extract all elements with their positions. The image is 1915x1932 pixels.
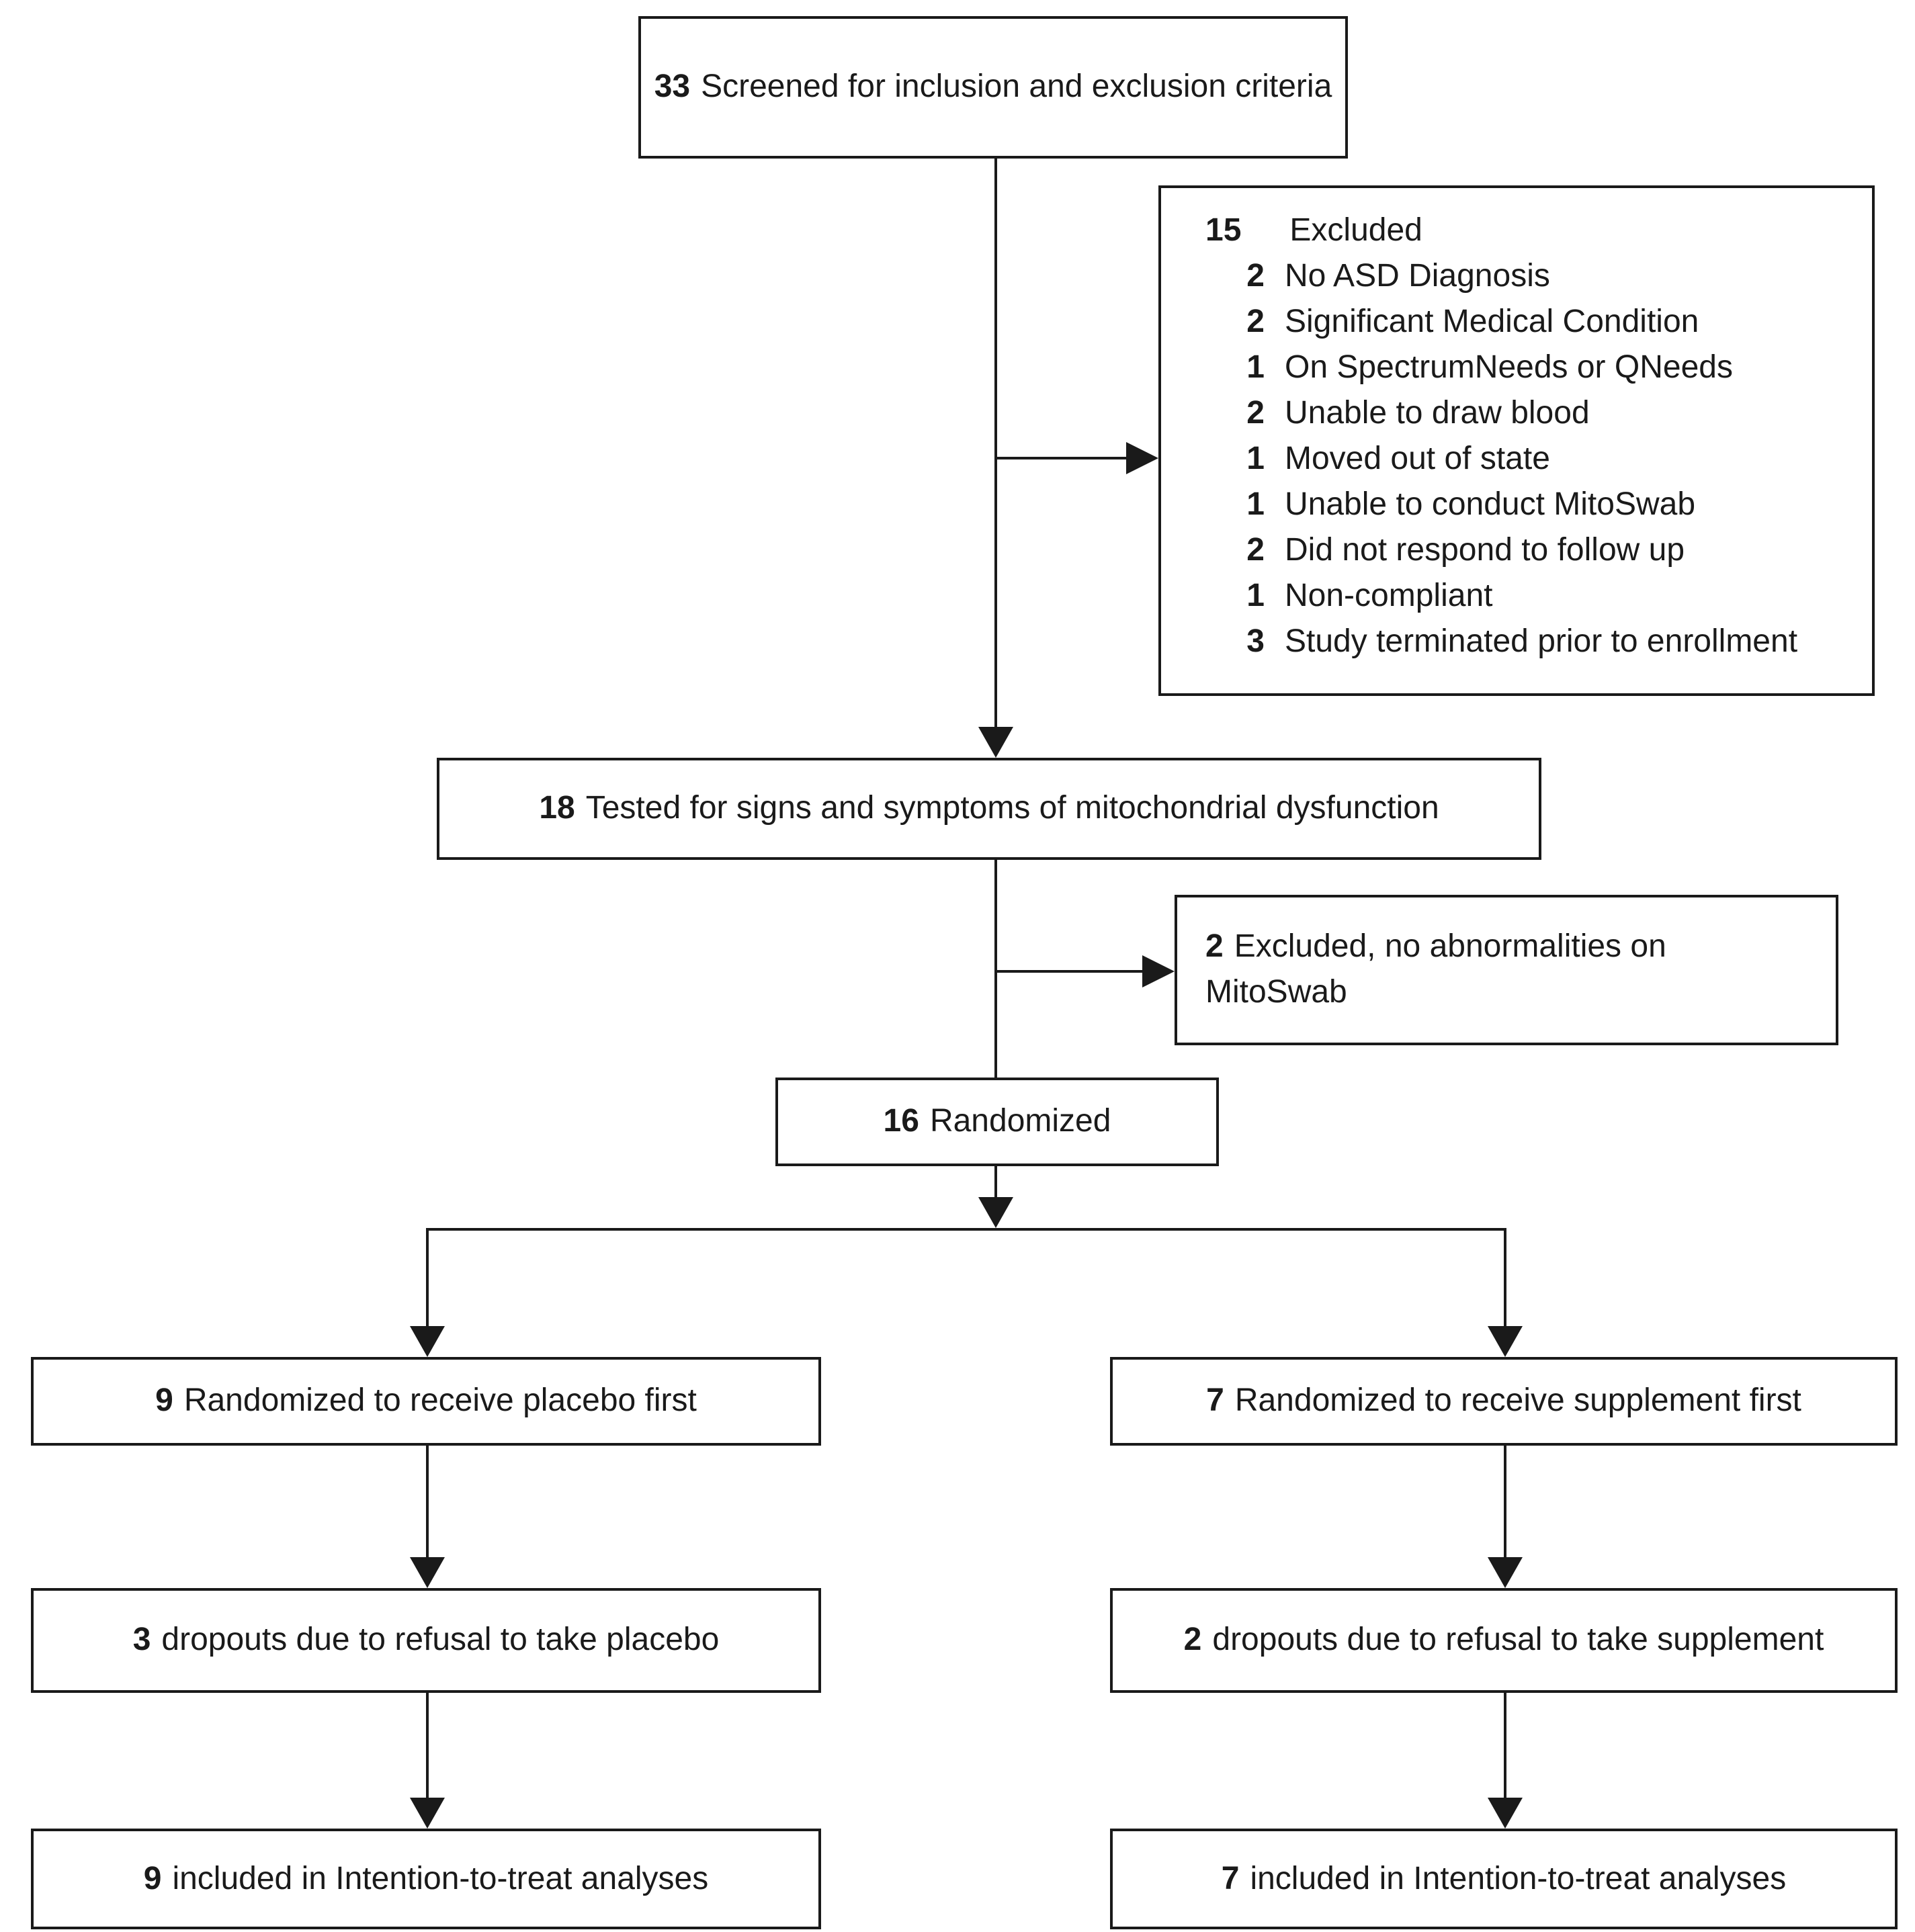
arrowhead-down-tested: [978, 727, 1013, 758]
tested-box: 18 Tested for signs and symptoms of mitoc…: [437, 758, 1541, 860]
placebo-first-label: Randomized to receive placebo first: [183, 1382, 697, 1419]
excluded-item-count: 2: [1246, 532, 1265, 568]
supplement-first-count: 7: [1206, 1382, 1224, 1419]
randomized-label: Randomized: [929, 1103, 1111, 1139]
arrowhead-down-supplement-itt: [1488, 1798, 1523, 1829]
placebo-dropouts-text: 3 dropouts due to refusal to take placebo: [122, 1618, 730, 1663]
flow-line-placebo-to-itt: [426, 1693, 429, 1799]
supplement-dropouts-label: dropouts due to refusal to take suppleme…: [1212, 1622, 1824, 1658]
placebo-dropouts-label: dropouts due to refusal to take placebo: [161, 1622, 720, 1658]
screened-count: 33: [654, 69, 691, 105]
flow-line-branch-mitoswab: [996, 970, 1142, 973]
arrowhead-down-split: [978, 1197, 1013, 1228]
excluded-item: 2 Significant Medical Condition: [1205, 300, 1861, 345]
arrowhead-right-mitoswab: [1142, 955, 1175, 987]
mitoswab-excluded-label: Excluded, no abnormalities on MitoSwab: [1205, 928, 1666, 1010]
placebo-itt-text: 9 included in Intention-to-treat analyses: [133, 1856, 720, 1902]
excluded-item-text: Moved out of state: [1285, 441, 1550, 477]
supplement-first-label: Randomized to receive supplement first: [1234, 1382, 1801, 1419]
excluded-item-count: 1: [1246, 441, 1265, 477]
supplement-dropouts-box: 2 dropouts due to refusal to take supplem…: [1110, 1588, 1898, 1693]
screened-box: 33 Screened for inclusion and exclusion c…: [638, 16, 1348, 159]
excluded-item: 3 Study terminated prior to enrollment: [1205, 619, 1861, 665]
excluded-item: 2 No ASD Diagnosis: [1205, 254, 1861, 300]
excluded-label: Excluded: [1289, 212, 1422, 249]
tested-box-text: 18 Tested for signs and symptoms of mitoc…: [528, 786, 1449, 832]
supplement-itt-count: 7: [1221, 1860, 1240, 1896]
excluded-header: 15 Excluded: [1205, 208, 1861, 254]
tested-label: Tested for signs and symptoms of mitocho…: [585, 790, 1439, 826]
supplement-itt-text: 7 included in Intention-to-treat analyses: [1211, 1856, 1797, 1902]
arrowhead-down-placebo-dropouts: [410, 1557, 445, 1588]
placebo-itt-box: 9 included in Intention-to-treat analyses: [31, 1829, 821, 1929]
excluded-item: 2 Did not respond to follow up: [1205, 528, 1861, 574]
arrowhead-down-supplement-arm: [1488, 1326, 1523, 1357]
placebo-dropouts-box: 3 dropouts due to refusal to take placebo: [31, 1588, 821, 1693]
randomized-box-text: 16 Randomized: [873, 1099, 1122, 1145]
supplement-dropouts-count: 2: [1183, 1622, 1202, 1658]
placebo-first-text: 9 Randomized to receive placebo first: [144, 1378, 708, 1424]
supplement-dropouts-text: 2 dropouts due to refusal to take supplem…: [1173, 1618, 1835, 1663]
flow-line-split-bar: [426, 1228, 1506, 1231]
arrowhead-right-excluded: [1126, 442, 1158, 474]
excluded-item-count: 1: [1246, 578, 1265, 614]
flow-line-placebo-to-dropouts: [426, 1446, 429, 1558]
supplement-itt-label: included in Intention-to-treat analyses: [1250, 1860, 1787, 1896]
flow-line-split-to-placebo: [426, 1231, 429, 1327]
placebo-first-box: 9 Randomized to receive placebo first: [31, 1357, 821, 1446]
supplement-itt-box: 7 included in Intention-to-treat analyses: [1110, 1829, 1898, 1929]
supplement-first-text: 7 Randomized to receive supplement first: [1195, 1378, 1812, 1424]
flow-line-supplement-to-itt: [1504, 1693, 1506, 1799]
randomized-count: 16: [883, 1103, 919, 1139]
placebo-itt-label: included in Intention-to-treat analyses: [172, 1860, 709, 1896]
excluded-item-text: Non-compliant: [1285, 578, 1493, 614]
excluded-item-text: Study terminated prior to enrollment: [1285, 623, 1798, 660]
excluded-item-count: 1: [1246, 486, 1265, 523]
tested-count: 18: [539, 790, 575, 826]
placebo-itt-count: 9: [143, 1860, 162, 1896]
excluded-count: 15: [1205, 212, 1242, 249]
placebo-dropouts-count: 3: [132, 1622, 151, 1658]
excluded-item-count: 1: [1246, 349, 1265, 386]
randomized-box: 16 Randomized: [775, 1078, 1219, 1166]
excluded-item-text: Unable to draw blood: [1285, 395, 1590, 431]
flow-line-screened-to-tested: [994, 159, 997, 728]
flow-line-split-to-supplement: [1504, 1231, 1506, 1327]
excluded-item-count: 3: [1246, 623, 1265, 660]
screened-box-text: 33 Screened for inclusion and exclusion c…: [644, 64, 1343, 110]
flow-line-randomized-to-split: [994, 1166, 997, 1200]
excluded-item-text: No ASD Diagnosis: [1285, 258, 1550, 294]
screened-label: Screened for inclusion and exclusion cri…: [701, 69, 1332, 105]
mitoswab-excluded-count: 2: [1205, 928, 1224, 965]
arrowhead-down-placebo-arm: [410, 1326, 445, 1357]
excluded-item-text: Significant Medical Condition: [1285, 304, 1699, 340]
flow-line-tested-to-randomized: [994, 860, 997, 1078]
excluded-item-text: Did not respond to follow up: [1285, 532, 1685, 568]
excluded-item: 1 On SpectrumNeeds or QNeeds: [1205, 345, 1861, 391]
excluded-item: 1 Unable to conduct MitoSwab: [1205, 482, 1861, 528]
arrowhead-down-supplement-dropouts: [1488, 1557, 1523, 1588]
flow-line-branch-excluded: [996, 457, 1126, 459]
excluded-item: 1 Non-compliant: [1205, 574, 1861, 619]
arrowhead-down-placebo-itt: [410, 1798, 445, 1829]
flow-line-supplement-to-dropouts: [1504, 1446, 1506, 1558]
placebo-first-count: 9: [155, 1382, 173, 1419]
excluded-item-count: 2: [1246, 395, 1265, 431]
excluded-item-count: 2: [1246, 304, 1265, 340]
supplement-first-box: 7 Randomized to receive supplement first: [1110, 1357, 1898, 1446]
excluded-item-text: On SpectrumNeeds or QNeeds: [1285, 349, 1733, 386]
excluded-item: 2 Unable to draw blood: [1205, 391, 1861, 437]
excluded-item-text: Unable to conduct MitoSwab: [1285, 486, 1696, 523]
excluded-item: 1 Moved out of state: [1205, 437, 1861, 482]
excluded-item-count: 2: [1246, 258, 1265, 294]
